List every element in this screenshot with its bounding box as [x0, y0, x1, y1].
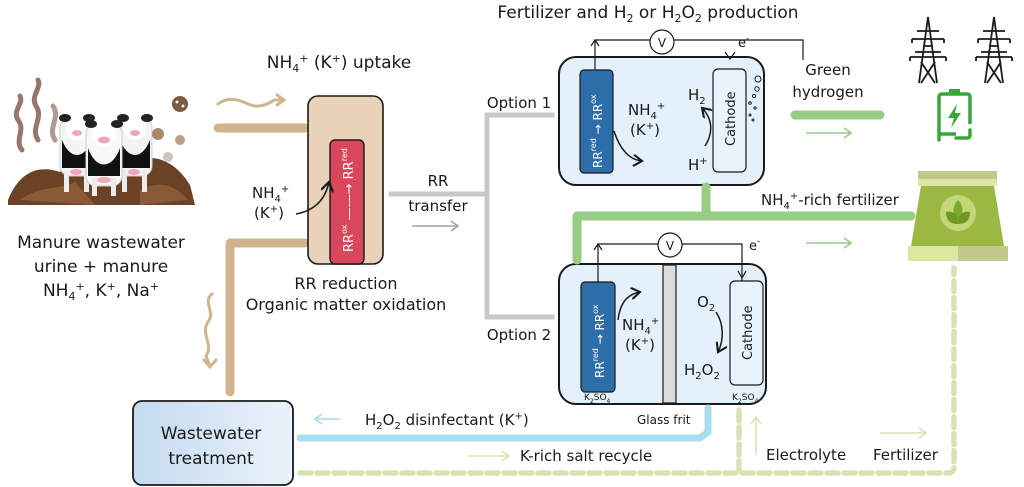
cathode-label-2: Cathode — [741, 305, 756, 360]
cathode-electrode-1 — [712, 68, 747, 173]
squiggle-arrow-icon — [216, 97, 285, 108]
anode-electrode-blue — [580, 281, 616, 393]
odor-wave-icon — [13, 77, 59, 153]
transfer-label-line2: transfer — [408, 197, 468, 215]
cell2-ion-nh4: NH4+ — [622, 316, 659, 337]
cathode-label-1: Cathode — [724, 91, 739, 146]
voltmeter-label: V — [658, 36, 667, 50]
disinfectant-flow — [296, 404, 712, 442]
cell1-ion-k: (K+) — [630, 121, 660, 139]
voltmeter-icon — [649, 29, 675, 55]
cell1-ion-nh4: NH4+ — [628, 101, 665, 122]
uptake-ion-k: (K+) — [254, 204, 284, 222]
treatment-label-line2: treatment — [168, 449, 254, 469]
uptake-arrow — [295, 182, 329, 215]
fertilizer-bag-icon — [908, 171, 1008, 261]
voltmeter-label: V — [666, 239, 675, 253]
uptake-title: NH4+ (K+) uptake — [267, 52, 412, 75]
power-tower-icon — [975, 16, 1013, 84]
squiggle-arrow-icon — [203, 292, 214, 368]
cell-option-2: V e- RRred → RRox NH4+ (K+) O2 H2O2 Cath… — [558, 232, 767, 405]
transfer-arrow-icon — [412, 220, 460, 232]
power-tower-icon — [909, 16, 947, 84]
electrolyte-label: Electrolyte — [766, 446, 846, 464]
battery-charging-icon — [937, 89, 972, 142]
cow-icon — [59, 114, 153, 196]
cathode-electrode-2 — [729, 280, 764, 386]
rr-transfer-lines — [388, 112, 555, 320]
rr-electrode-red — [329, 139, 365, 265]
anode-reaction-2: RRred → RRox — [591, 304, 607, 378]
salt-recycle-arrow-icon — [468, 450, 511, 462]
fertilizer-flow-label: Fertilizer — [873, 446, 939, 464]
glass-frit-separator — [662, 264, 677, 404]
recycle-dashed-flow — [297, 265, 957, 476]
transfer-label-line1: RR — [428, 172, 449, 190]
fertilizer-arrow-icon — [880, 427, 928, 439]
source-label-line1: Manure wastewater — [17, 233, 185, 253]
source-ions: NH4+, K+, Na+ — [43, 280, 159, 303]
voltmeter-icon — [657, 232, 683, 258]
anode-electrode-blue — [579, 69, 614, 174]
uptake-caption-line1: RR reduction — [294, 274, 397, 293]
electron-label: e- — [738, 34, 749, 51]
green-hydrogen-flow — [790, 110, 885, 139]
electron-label: e- — [749, 237, 760, 254]
uptake-caption-line2: Organic matter oxidation — [246, 295, 447, 314]
glass-frit-label: Glass frit — [637, 413, 691, 427]
cell2-ion-k: (K+) — [625, 336, 655, 354]
manure-inflow — [213, 93, 310, 133]
rr-reaction-uptake: RRox ——→ RRred — [340, 148, 357, 252]
cell-option-1: V e- RRred → RRox NH4+ (K+) H2 H+ Cathod… — [558, 29, 804, 186]
electrolyte-arrow-icon — [750, 415, 762, 455]
fertilizer-label: NH4+-rich fertilizer — [761, 191, 900, 212]
treatment-label-line1: Wastewater — [161, 424, 262, 444]
anode-reaction-1: RRred → RRox — [589, 94, 605, 168]
salt-recycle-label: K-rich salt recycle — [520, 447, 652, 465]
disinfectant-label: H2O2 disinfectant (K+) — [365, 411, 529, 432]
source-label-line2: urine + manure — [34, 257, 168, 277]
manure-outflow — [202, 238, 310, 397]
uptake-ion-nh4: NH4+ — [252, 184, 289, 205]
fertilizer-flow — [572, 182, 916, 265]
h2o2-label: H2O2 — [684, 361, 720, 382]
green-hydrogen-label-line2: hydrogen — [792, 83, 863, 101]
gas-bubbles-icon — [748, 75, 762, 122]
option-2-label: Option 2 — [487, 326, 551, 344]
wastewater-treatment-box — [132, 400, 294, 486]
green-hydrogen-label-line1: Green — [805, 61, 850, 79]
diagram-title: Fertilizer and H2 or H2O2 production — [497, 3, 798, 25]
option-1-label: Option 1 — [487, 94, 551, 112]
microbe-icon — [152, 96, 188, 162]
